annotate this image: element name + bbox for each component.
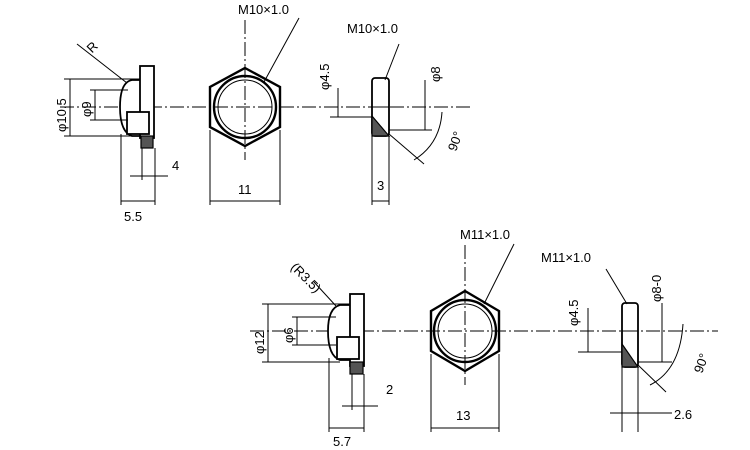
top-width-label: 5.5: [124, 209, 142, 224]
top-side-view: R φ10.5 φ9 4 5.5: [54, 39, 179, 224]
top-hex-thread-label: M10×1.0: [238, 2, 289, 17]
top-small-dim-label: 4: [172, 158, 179, 173]
top-stud: [140, 135, 154, 149]
top-hex-view: M10×1.0 11: [208, 2, 300, 205]
bottom-stud: [349, 361, 364, 375]
bottom-hex-thread-label: M11×1.0: [460, 227, 510, 242]
top-angle-line: [388, 133, 425, 165]
bottom-outer-dia-label: φ12: [252, 331, 267, 354]
top-row: R φ10.5 φ9 4 5.5 M10×1.0: [54, 2, 470, 224]
top-lock-thread-label: M10×1.0: [347, 21, 398, 36]
bottom-across-flats-label: 13: [456, 408, 470, 423]
bottom-small-dim-label: 2: [386, 382, 393, 397]
bottom-angle-arc: [649, 323, 684, 386]
top-radius-leader: [76, 43, 128, 84]
bottom-lock-outer-dia-label: φ8-0: [649, 275, 664, 302]
top-outer-dia-label: φ10.5: [54, 98, 69, 132]
bottom-radius-label: (R3.5): [288, 260, 324, 296]
bottom-angle-label: 90°: [691, 351, 712, 375]
top-angle-label: 90°: [445, 129, 466, 153]
top-hex-outline: [208, 66, 282, 148]
top-lock-inner-dia-label: φ4.5: [317, 63, 332, 90]
top-thickness-label: 3: [377, 178, 384, 193]
bottom-thickness-label: 2.6: [674, 407, 692, 422]
top-lock-outer-dia-label: φ8: [428, 66, 443, 82]
bottom-side-view: (R3.5) φ12 φ6 2 5.7: [252, 260, 393, 449]
bottom-lock-inner-dia-label: φ4.5: [566, 299, 581, 326]
top-hex-thread-leader: [263, 17, 300, 83]
bottom-washer-chamfer: [621, 342, 640, 368]
bottom-hex-view: M11×1.0 13: [429, 227, 515, 432]
bottom-hex-block: [336, 336, 360, 360]
top-hex-block: [126, 111, 150, 135]
bottom-radius-leader: [313, 281, 337, 307]
top-lock-thread-leader: [384, 43, 400, 81]
bottom-inner-dia-label: φ6: [281, 327, 296, 343]
bottom-lock-thread-leader: [605, 268, 628, 305]
top-across-flats-label: 11: [238, 182, 252, 197]
bottom-angle-line: [637, 364, 667, 393]
top-lock-view: M10×1.0 φ4.5 φ8 90° 3: [317, 21, 466, 205]
top-inner-dia-label: φ9: [79, 101, 94, 117]
bottom-hex-thread-leader: [483, 243, 515, 305]
top-radius-label: R: [84, 39, 101, 56]
bottom-lock-thread-label: M11×1.0: [541, 250, 591, 265]
bottom-row: (R3.5) φ12 φ6 2 5.7 M11×1.0: [250, 227, 718, 449]
bottom-lock-view: M11×1.0 φ4.5 φ8-0 90° 2.6: [541, 250, 712, 432]
bottom-width-label: 5.7: [333, 434, 351, 449]
top-angle-arc: [413, 111, 443, 161]
top-washer-chamfer: [371, 114, 391, 137]
bottom-hex-outline: [429, 289, 501, 373]
